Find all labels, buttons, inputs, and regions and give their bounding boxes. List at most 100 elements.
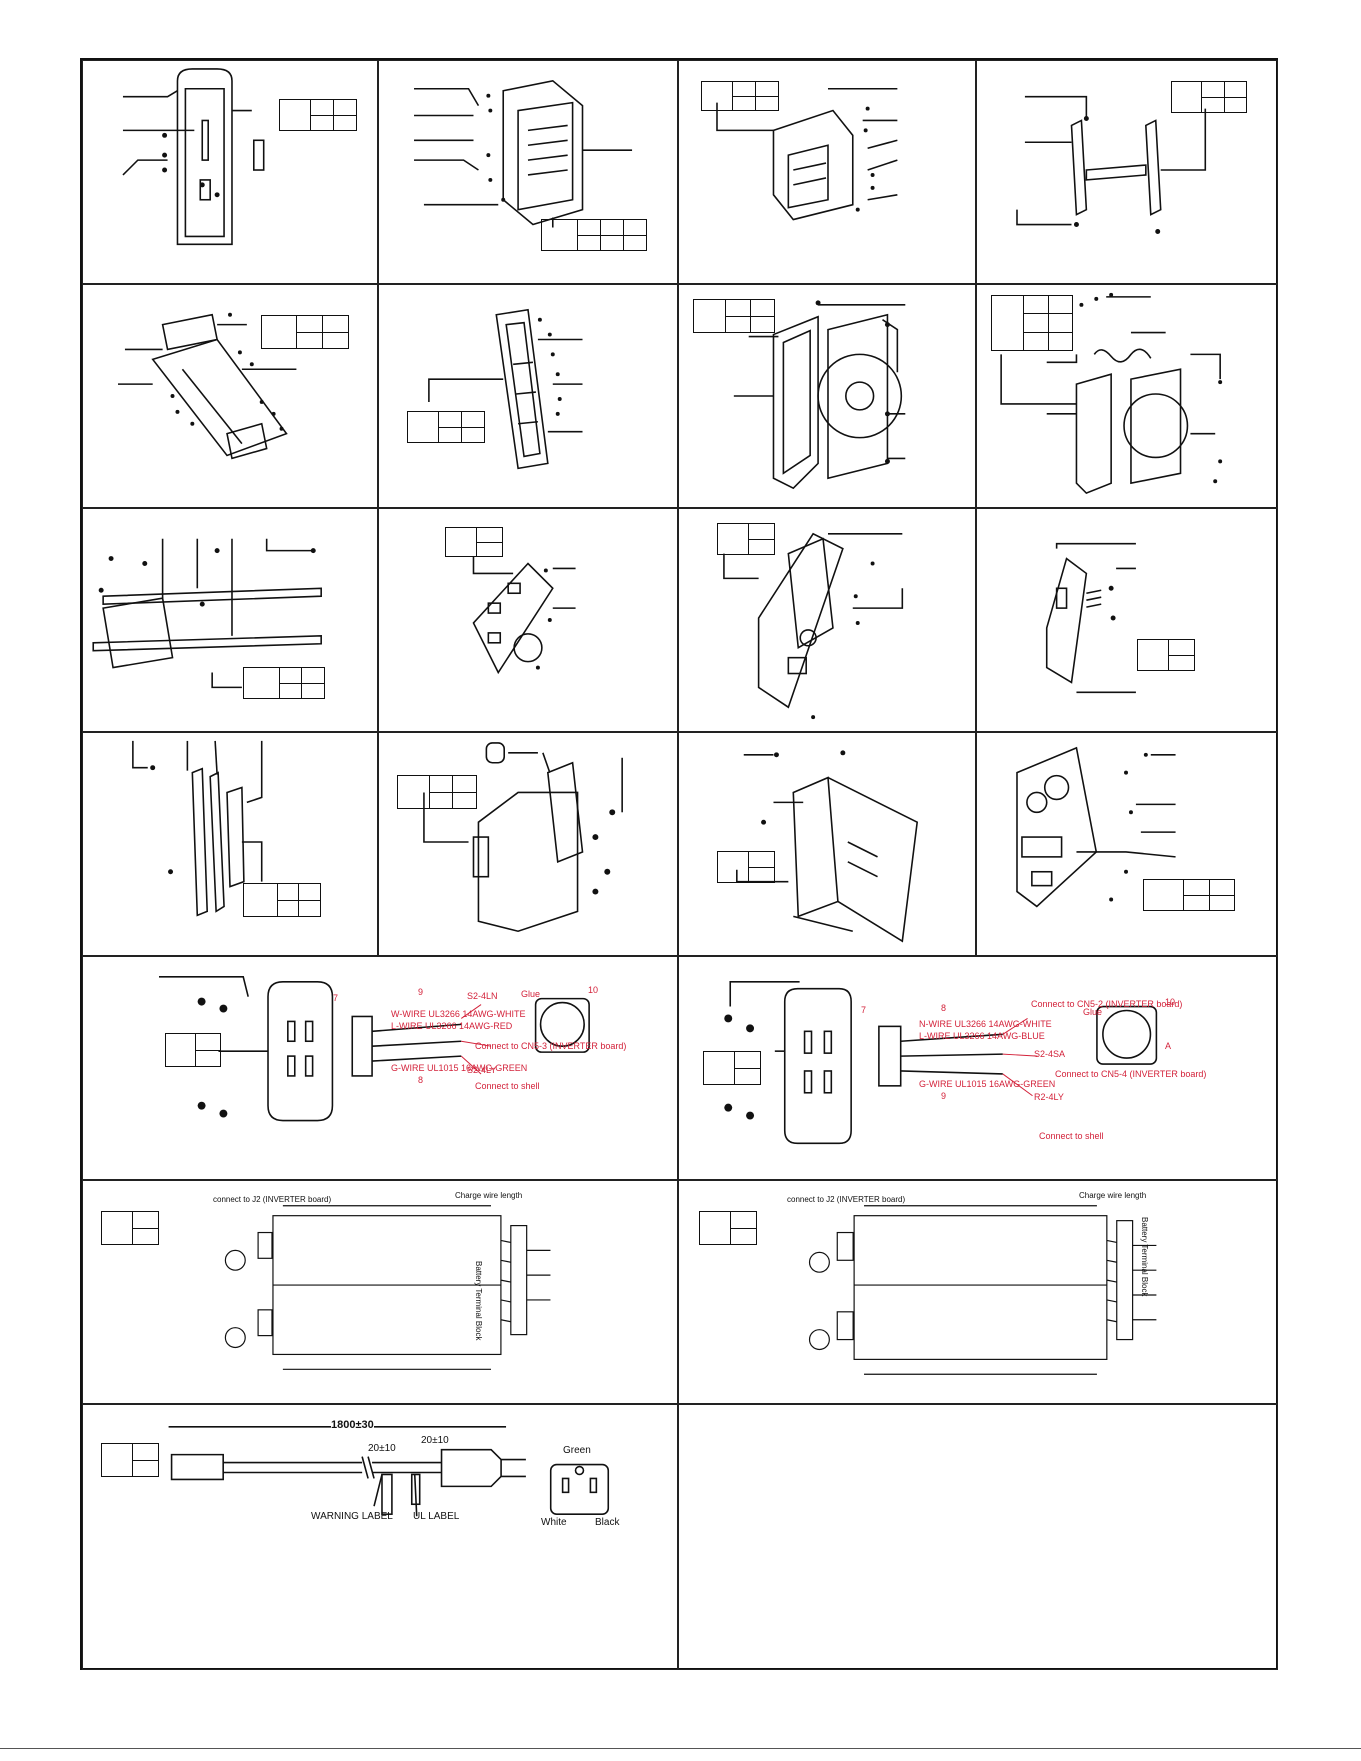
heatsink-board-drawing bbox=[736, 750, 919, 943]
gasket-set-drawing bbox=[132, 740, 263, 917]
dim-9: 9 bbox=[418, 987, 424, 997]
term-b-label: R2-4LY bbox=[1034, 1092, 1064, 1102]
dim-10: 10 bbox=[1165, 997, 1176, 1007]
part-table bbox=[100, 1443, 159, 1477]
panel-gasket-set bbox=[82, 732, 378, 956]
part-table bbox=[1171, 81, 1247, 113]
part-table bbox=[716, 523, 775, 555]
part-table bbox=[716, 851, 775, 883]
part-table bbox=[444, 527, 503, 557]
enclosure-drawing bbox=[423, 742, 623, 933]
parts-sheet: W-WIRE UL3266 14AWG-WHITE L-WIRE UL3266 … bbox=[80, 58, 1278, 1670]
connect-board-label: connect to J2 (INVERTER board) bbox=[213, 1195, 332, 1204]
harness-left-drawing bbox=[224, 1205, 551, 1370]
panel-housing-assembly bbox=[378, 60, 678, 284]
small-pcb-drawing bbox=[1045, 542, 1136, 694]
charge-length-label: Charge wire length bbox=[1079, 1191, 1147, 1200]
battery-terminal-label: Battery Terminal Block bbox=[1140, 1217, 1149, 1297]
connect-board-label: connect to J2 (INVERTER board) bbox=[787, 1195, 906, 1204]
length-label: 1800±30 bbox=[331, 1419, 374, 1431]
panel-ac-outlet-left: W-WIRE UL3266 14AWG-WHITE L-WIRE UL3266 … bbox=[82, 956, 678, 1180]
part-table bbox=[243, 883, 321, 917]
panel-front-frame bbox=[82, 60, 378, 284]
panel-fan-frame bbox=[678, 284, 976, 508]
panel-housing-back bbox=[678, 60, 976, 284]
power-board-drawing bbox=[1016, 746, 1176, 908]
panel-inverter-board bbox=[678, 508, 976, 732]
black-label: Black bbox=[595, 1517, 620, 1528]
panel-power-board bbox=[976, 732, 1278, 956]
wire-white-label: N-WIRE UL3266 14AWG-WHITE bbox=[919, 1019, 1052, 1029]
dim-b-label: 20±10 bbox=[421, 1435, 449, 1446]
panel-power-cord: 1800±30 20±10 20±10 WARNING LABEL UL LAB… bbox=[82, 1404, 678, 1670]
panel-side-panel bbox=[378, 284, 678, 508]
panel-empty bbox=[678, 1404, 1278, 1670]
glue-label: Glue bbox=[1083, 1007, 1103, 1017]
part-table bbox=[701, 81, 780, 111]
white-label: White bbox=[541, 1517, 567, 1528]
panel-bracket-plate bbox=[82, 284, 378, 508]
connect-inverter-label: Connect to CN5-4 (INVERTER board) bbox=[1055, 1069, 1207, 1079]
panel-harness-right: Charge wire length connect to J2 (INVERT… bbox=[678, 1180, 1278, 1404]
part-table bbox=[397, 775, 477, 809]
dim-8: 8 bbox=[941, 1003, 947, 1013]
fan-assembly-drawing bbox=[1000, 292, 1223, 495]
panel-ac-outlet-right: N-WIRE UL3266 14AWG-WHITE L-WIRE UL3266 … bbox=[678, 956, 1278, 1180]
panel-fan-assembly bbox=[976, 284, 1278, 508]
footer-rule bbox=[0, 1748, 1361, 1749]
wire-blue-label: L-WIRE UL3266 14AWG-BLUE bbox=[919, 1031, 1045, 1041]
mounting-plates-drawing bbox=[92, 538, 322, 689]
glue-label: Glue bbox=[521, 989, 541, 999]
battery-terminal-label: Battery Terminal Block bbox=[474, 1261, 483, 1341]
ac-outlet-left-drawing bbox=[158, 976, 590, 1122]
part-table bbox=[261, 315, 350, 349]
panel-handle-bars bbox=[976, 60, 1278, 284]
dim-7: 7 bbox=[333, 993, 339, 1003]
panel-mounting-plates bbox=[82, 508, 378, 732]
part-table bbox=[990, 294, 1074, 352]
term-b-label: S2-4LY bbox=[467, 1065, 497, 1075]
ul-label: UL LABEL bbox=[413, 1511, 460, 1522]
green-label: Green bbox=[563, 1445, 591, 1456]
dim-9: 9 bbox=[941, 1091, 947, 1101]
side-panel-drawing bbox=[428, 308, 583, 470]
inverter-board-drawing bbox=[723, 532, 904, 720]
charge-length-label: Charge wire length bbox=[455, 1191, 523, 1200]
bracket-plate-drawing bbox=[118, 312, 297, 460]
part-table bbox=[1136, 639, 1195, 671]
panel-harness-left: Charge wire length connect to J2 (INVERT… bbox=[82, 1180, 678, 1404]
connect-inverter-label: Connect to CN5-3 (INVERTER board) bbox=[475, 1041, 627, 1051]
front-frame-drawing bbox=[122, 68, 265, 246]
wire-green-label: G-WIRE UL1015 16AWG-GREEN bbox=[919, 1079, 1056, 1089]
term-a-label: S2-4LN bbox=[467, 991, 498, 1001]
part-table bbox=[164, 1033, 221, 1067]
part-table bbox=[100, 1211, 159, 1245]
dim-7: 7 bbox=[861, 1005, 867, 1015]
panel-heatsink-board bbox=[678, 732, 976, 956]
wire-red-label: L-WIRE UL3266 14AWG-RED bbox=[391, 1021, 513, 1031]
part-table bbox=[702, 1051, 761, 1085]
panel-enclosure bbox=[378, 732, 678, 956]
part-table bbox=[279, 99, 358, 131]
connect-shell-label: Connect to shell bbox=[475, 1081, 540, 1091]
harness-right-drawing bbox=[808, 1205, 1157, 1375]
control-board-drawing bbox=[472, 556, 576, 675]
term-a-label: S2-4SA bbox=[1034, 1049, 1066, 1059]
part-table bbox=[698, 1211, 757, 1245]
part-table bbox=[1142, 879, 1236, 911]
panel-control-board bbox=[378, 508, 678, 732]
handle-bars-drawing bbox=[1016, 95, 1207, 234]
letter-a-label: A bbox=[1165, 1041, 1172, 1051]
dim-8: 8 bbox=[418, 1075, 424, 1085]
fan-frame-drawing bbox=[733, 300, 906, 490]
wire-white-label: W-WIRE UL3266 14AWG-WHITE bbox=[391, 1009, 526, 1019]
connect-top-label: Connect to CN5-2 (INVERTER board) bbox=[1031, 999, 1183, 1009]
ac-outlet-right-drawing bbox=[724, 980, 1158, 1145]
part-table bbox=[243, 667, 325, 699]
dim-10: 10 bbox=[588, 985, 599, 995]
dim-a-label: 20±10 bbox=[368, 1443, 396, 1454]
part-table bbox=[541, 219, 648, 251]
part-table bbox=[692, 299, 776, 333]
connect-shell-label: Connect to shell bbox=[1039, 1131, 1104, 1141]
part-table bbox=[407, 411, 486, 443]
